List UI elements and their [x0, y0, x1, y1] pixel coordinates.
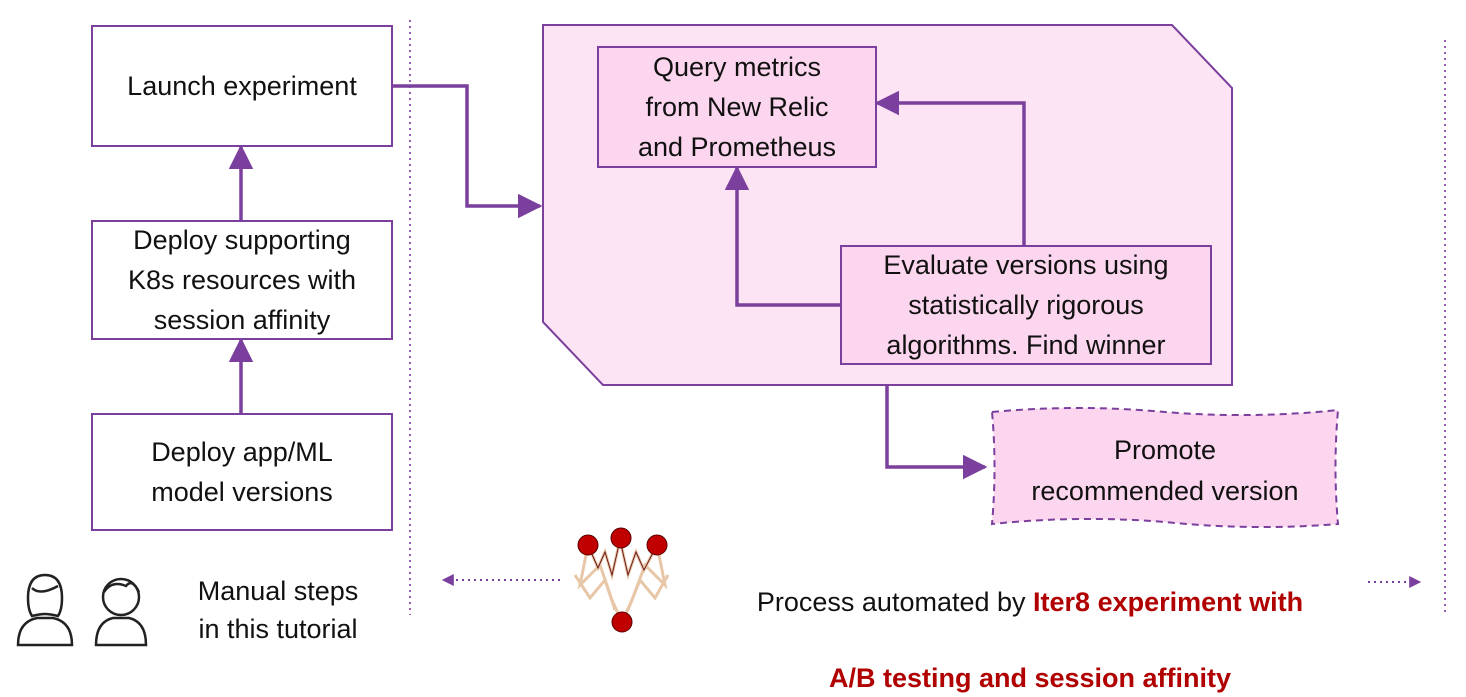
arrow-evaluate-to-query-right [874, 90, 1026, 245]
evaluate-versions-box: Evaluate versions using statistically ri… [840, 245, 1212, 365]
manual-steps-label: Manual steps in this tutorial [197, 576, 359, 644]
automated-process-label: Process automated by Iter8 experiment wi… [700, 545, 1360, 697]
arrow-panel-to-promote [885, 385, 988, 480]
evaluate-versions-label: Evaluate versions using statistically ri… [883, 250, 1169, 360]
iter8-logo-icon [573, 527, 670, 633]
person-female-icon [16, 573, 74, 647]
promote-version-label: Promote recommended version [1031, 435, 1299, 506]
automated-highlight-2: A/B testing and session affinity [828, 663, 1232, 693]
promote-box-outline [990, 407, 1340, 529]
query-metrics-label: Query metrics from New Relic and Prometh… [637, 52, 837, 162]
automated-prefix: Process automated by [756, 587, 1034, 617]
deploy-resources-label: Deploy supporting K8s resources with ses… [127, 225, 357, 335]
automated-highlight-1: Iter8 experiment with [1033, 587, 1304, 617]
launch-experiment-box: Launch experiment [91, 25, 393, 147]
launch-experiment-label: Launch experiment [127, 71, 357, 101]
query-metrics-box: Query metrics from New Relic and Prometh… [597, 46, 877, 168]
arrow-launch-to-panel [393, 84, 543, 219]
deploy-resources-box: Deploy supporting K8s resources with ses… [91, 220, 393, 340]
person-male-icon [94, 577, 148, 647]
deploy-versions-label: Deploy app/ML model versions [151, 437, 333, 507]
arrow-evaluate-to-query-left [724, 165, 840, 307]
deploy-versions-box: Deploy app/ML model versions [91, 413, 393, 531]
